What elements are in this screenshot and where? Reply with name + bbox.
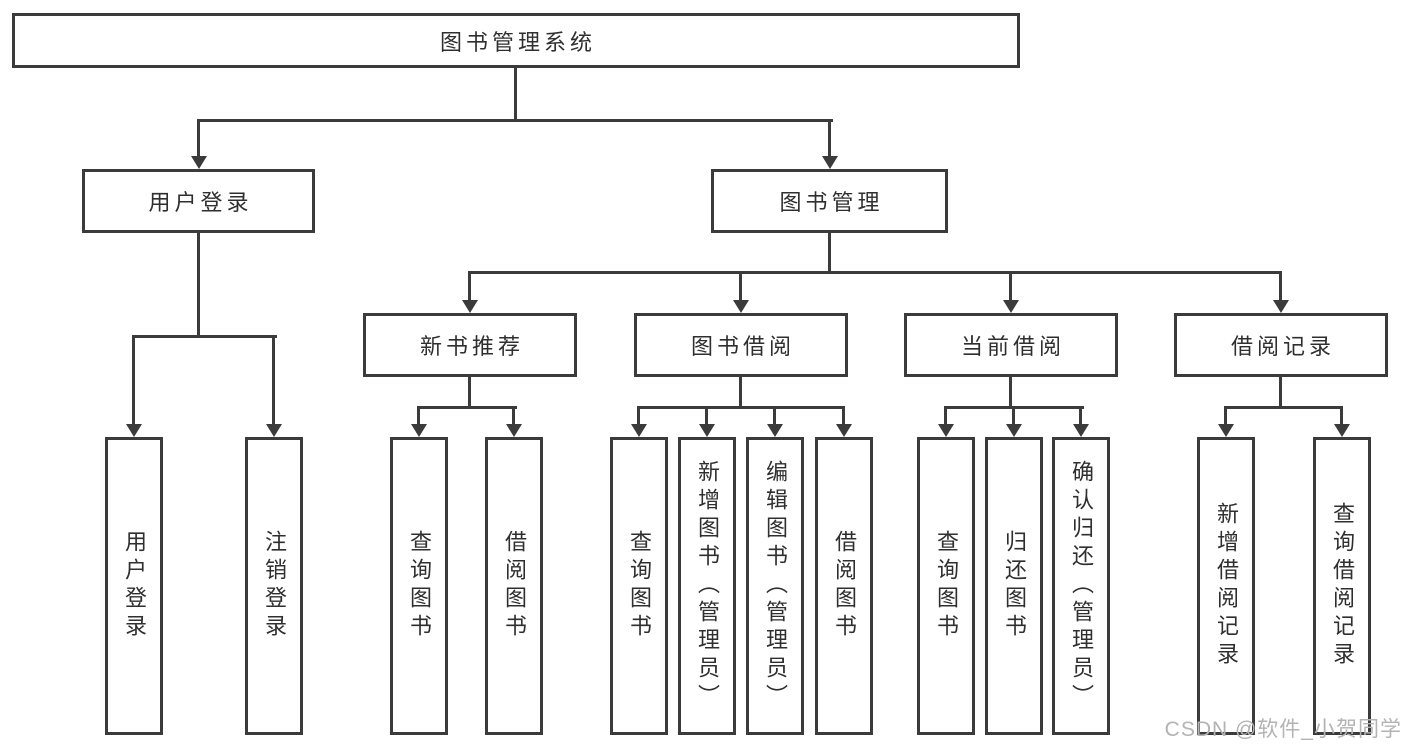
leaf-edit-books-admin: 编辑图书（管理员） bbox=[746, 437, 804, 735]
node-new-book-recommend: 新书推荐 bbox=[363, 313, 577, 377]
connector-vline bbox=[944, 406, 947, 425]
connector-vline bbox=[417, 406, 420, 425]
node-current-borrow: 当前借阅 bbox=[904, 313, 1118, 377]
leaf-query-books-recommend: 查询图书 bbox=[390, 437, 448, 735]
arrow-down-icon bbox=[822, 156, 838, 169]
connector-vline bbox=[842, 406, 845, 425]
connector-vline bbox=[197, 119, 200, 157]
watermark: CSDN @软件_小贺同学 bbox=[1164, 718, 1402, 741]
connector-vline bbox=[1012, 406, 1015, 425]
node-library-system-label: 图书管理系统 bbox=[439, 29, 596, 55]
connector-vline bbox=[828, 233, 831, 274]
leaf-query-books-current-label: 查询图书 bbox=[934, 530, 959, 642]
connector-hline bbox=[1224, 406, 1343, 409]
arrow-down-icon bbox=[1218, 424, 1234, 437]
node-user-login: 用户登录 bbox=[82, 169, 315, 233]
node-new-book-recommend-label: 新书推荐 bbox=[419, 334, 524, 359]
leaf-return-books: 归还图书 bbox=[985, 437, 1043, 735]
leaf-query-borrow-record: 查询借阅记录 bbox=[1313, 437, 1371, 735]
node-current-borrow-label: 当前借阅 bbox=[960, 334, 1065, 359]
node-book-management: 图书管理 bbox=[711, 169, 948, 233]
arrow-down-icon bbox=[1273, 300, 1289, 313]
arrow-down-icon bbox=[836, 424, 852, 437]
connector-vline bbox=[637, 406, 640, 425]
arrow-down-icon bbox=[462, 300, 478, 313]
connector-vline bbox=[514, 68, 517, 121]
leaf-borrow-books-recommend-label: 借阅图书 bbox=[502, 530, 527, 642]
connector-vline bbox=[773, 406, 776, 425]
leaf-logout-label: 注销登录 bbox=[262, 530, 287, 642]
arrow-down-icon bbox=[1003, 300, 1019, 313]
leaf-borrow-books-borrow-label: 借阅图书 bbox=[832, 530, 857, 642]
node-library-system: 图书管理系统 bbox=[12, 13, 1020, 68]
arrow-down-icon bbox=[1073, 424, 1089, 437]
leaf-borrow-books-recommend: 借阅图书 bbox=[485, 437, 543, 735]
arrow-down-icon bbox=[506, 424, 522, 437]
leaf-query-books-borrow: 查询图书 bbox=[610, 437, 668, 735]
connector-vline bbox=[1009, 377, 1012, 409]
connector-vline bbox=[468, 377, 471, 409]
leaf-query-books-current: 查询图书 bbox=[917, 437, 975, 735]
connector-vline bbox=[1224, 406, 1227, 425]
leaf-confirm-return-admin-label: 确认归还（管理员） bbox=[1069, 460, 1094, 712]
connector-vline bbox=[512, 406, 515, 425]
leaf-query-borrow-record-label: 查询借阅记录 bbox=[1330, 502, 1355, 670]
node-borrow-records: 借阅记录 bbox=[1174, 313, 1388, 377]
connector-vline bbox=[468, 271, 471, 301]
arrow-down-icon bbox=[1334, 424, 1350, 437]
arrow-down-icon bbox=[767, 424, 783, 437]
connector-vline bbox=[739, 377, 742, 409]
leaf-user-login-label: 用户登录 bbox=[122, 530, 147, 642]
arrow-down-icon bbox=[699, 424, 715, 437]
leaf-add-books-admin: 新增图书（管理员） bbox=[678, 437, 736, 735]
node-book-borrow: 图书借阅 bbox=[634, 313, 848, 377]
node-book-management-label: 图书管理 bbox=[779, 190, 884, 215]
leaf-borrow-books-borrow: 借阅图书 bbox=[815, 437, 873, 735]
arrow-down-icon bbox=[631, 424, 647, 437]
connector-vline bbox=[1279, 377, 1282, 409]
arrow-down-icon bbox=[126, 424, 142, 437]
node-user-login-label: 用户登录 bbox=[148, 190, 253, 215]
arrow-down-icon bbox=[1006, 424, 1022, 437]
arrow-down-icon bbox=[191, 156, 207, 169]
connector-vline bbox=[828, 119, 831, 157]
connector-hline bbox=[468, 271, 1282, 274]
connector-vline bbox=[1340, 406, 1343, 425]
connector-vline bbox=[739, 271, 742, 301]
connector-hline bbox=[132, 335, 277, 338]
connector-vline bbox=[1009, 271, 1012, 301]
connector-vline bbox=[132, 335, 135, 425]
connector-vline bbox=[1079, 406, 1082, 425]
arrow-down-icon bbox=[266, 424, 282, 437]
leaf-logout: 注销登录 bbox=[245, 437, 303, 735]
leaf-return-books-label: 归还图书 bbox=[1002, 530, 1027, 642]
connector-vline bbox=[705, 406, 708, 425]
connector-hline bbox=[197, 119, 833, 122]
arrow-down-icon bbox=[733, 300, 749, 313]
leaf-edit-books-admin-label: 编辑图书（管理员） bbox=[763, 460, 788, 712]
leaf-add-books-admin-label: 新增图书（管理员） bbox=[695, 460, 720, 712]
arrow-down-icon bbox=[938, 424, 954, 437]
leaf-confirm-return-admin: 确认归还（管理员） bbox=[1052, 437, 1110, 735]
connector-vline bbox=[1279, 271, 1282, 301]
leaf-add-borrow-record: 新增借阅记录 bbox=[1197, 437, 1255, 735]
node-borrow-records-label: 借阅记录 bbox=[1230, 334, 1335, 359]
arrow-down-icon bbox=[411, 424, 427, 437]
leaf-query-books-recommend-label: 查询图书 bbox=[407, 530, 432, 642]
leaf-user-login: 用户登录 bbox=[105, 437, 163, 735]
leaf-query-books-borrow-label: 查询图书 bbox=[627, 530, 652, 642]
connector-vline bbox=[272, 335, 275, 425]
connector-vline bbox=[197, 233, 200, 338]
node-book-borrow-label: 图书借阅 bbox=[690, 334, 795, 359]
leaf-add-borrow-record-label: 新增借阅记录 bbox=[1214, 502, 1239, 670]
connector-hline bbox=[637, 406, 845, 409]
connector-hline bbox=[417, 406, 517, 409]
